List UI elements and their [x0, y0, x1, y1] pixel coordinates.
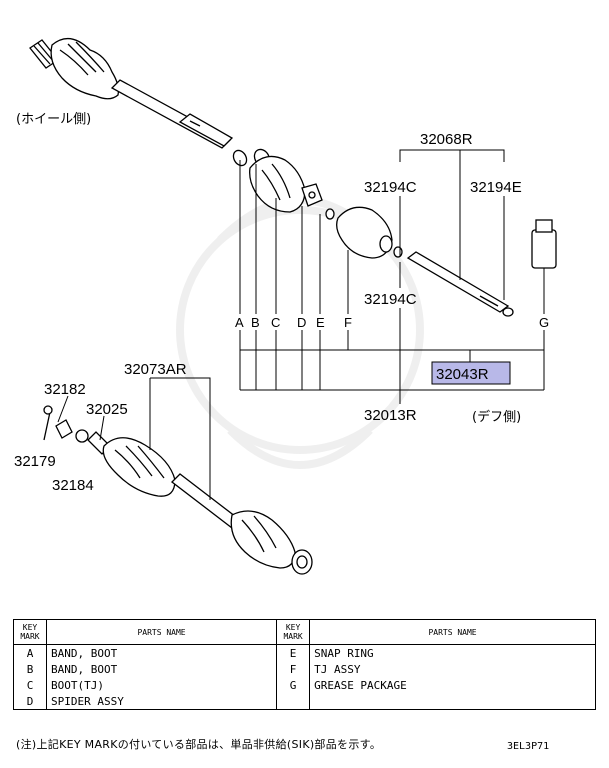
- label-part-32182[interactable]: 32182: [44, 381, 86, 398]
- part-name-cell: TJ ASSY: [309, 661, 596, 677]
- part-name-cell: GREASE PACKAGE: [309, 677, 596, 693]
- header-parts-name-left: PARTS NAME: [45, 619, 278, 645]
- header-key-mark-right: KEY MARK: [276, 619, 311, 645]
- key-letter-D: D: [297, 315, 306, 330]
- key-cell: [276, 693, 311, 710]
- key-letter-G: G: [539, 315, 549, 330]
- label-part-32194C-top[interactable]: 32194C: [364, 179, 417, 196]
- leader-lines: [57, 149, 545, 500]
- parts-table: KEY MARK PARTS NAME KEY MARK PARTS NAME …: [13, 619, 596, 710]
- key-cell: D: [13, 693, 47, 710]
- key-letter-C: C: [271, 315, 280, 330]
- table-row: B BAND, BOOT F TJ ASSY: [13, 661, 596, 677]
- part-name-cell: SPIDER ASSY: [45, 693, 278, 710]
- key-letter-E: E: [316, 315, 325, 330]
- header-key-mark-left: KEY MARK: [13, 619, 47, 645]
- label-part-32184[interactable]: 32184: [52, 477, 94, 494]
- diagram-code: 3EL3P71: [507, 741, 550, 752]
- part-name-cell: [309, 693, 596, 710]
- key-cell: C: [13, 677, 47, 693]
- key-cell: G: [276, 677, 311, 693]
- key-cell: F: [276, 661, 311, 677]
- highlight-box-32043R: [431, 361, 511, 385]
- label-part-32043R[interactable]: 32043R: [436, 366, 489, 383]
- label-part-32073AR[interactable]: 32073AR: [124, 361, 187, 378]
- table-row: C BOOT(TJ) G GREASE PACKAGE: [13, 677, 596, 693]
- part-name-cell: BAND, BOOT: [45, 644, 278, 661]
- label-part-32025[interactable]: 32025: [86, 401, 128, 418]
- key-letter-B: B: [251, 315, 260, 330]
- table-row: D SPIDER ASSY: [13, 693, 596, 710]
- label-part-32013R[interactable]: 32013R: [364, 407, 417, 424]
- label-part-32068R[interactable]: 32068R: [420, 131, 473, 148]
- part-name-cell: BAND, BOOT: [45, 661, 278, 677]
- key-cell: B: [13, 661, 47, 677]
- label-part-32194C-mid[interactable]: 32194C: [364, 291, 417, 308]
- part-name-cell: SNAP RING: [309, 644, 596, 661]
- part-name-cell: BOOT(TJ): [45, 677, 278, 693]
- header-parts-name-right: PARTS NAME: [309, 619, 596, 645]
- footnote: (注)上記KEY MARKの付いている部品は、単品非供給(SIK)部品を示す。: [16, 738, 382, 751]
- label-wheel-side: (ホイール側): [16, 112, 91, 127]
- key-letter-F: F: [344, 315, 352, 330]
- table-row: A BAND, BOOT E SNAP RING: [13, 644, 596, 661]
- label-part-32194E[interactable]: 32194E: [470, 179, 522, 196]
- upper-driveshaft-illustration: [29, 38, 557, 317]
- key-cell: A: [13, 644, 47, 661]
- lower-driveshaft-illustration: [43, 405, 313, 575]
- label-part-32179[interactable]: 32179: [14, 453, 56, 470]
- key-letter-A: A: [235, 315, 244, 330]
- parts-diagram: (ホイール側) (デフ側) 32068R 32194C 32194E 32194…: [14, 38, 557, 575]
- key-cell: E: [276, 644, 311, 661]
- label-diff-side: (デフ側): [472, 409, 521, 425]
